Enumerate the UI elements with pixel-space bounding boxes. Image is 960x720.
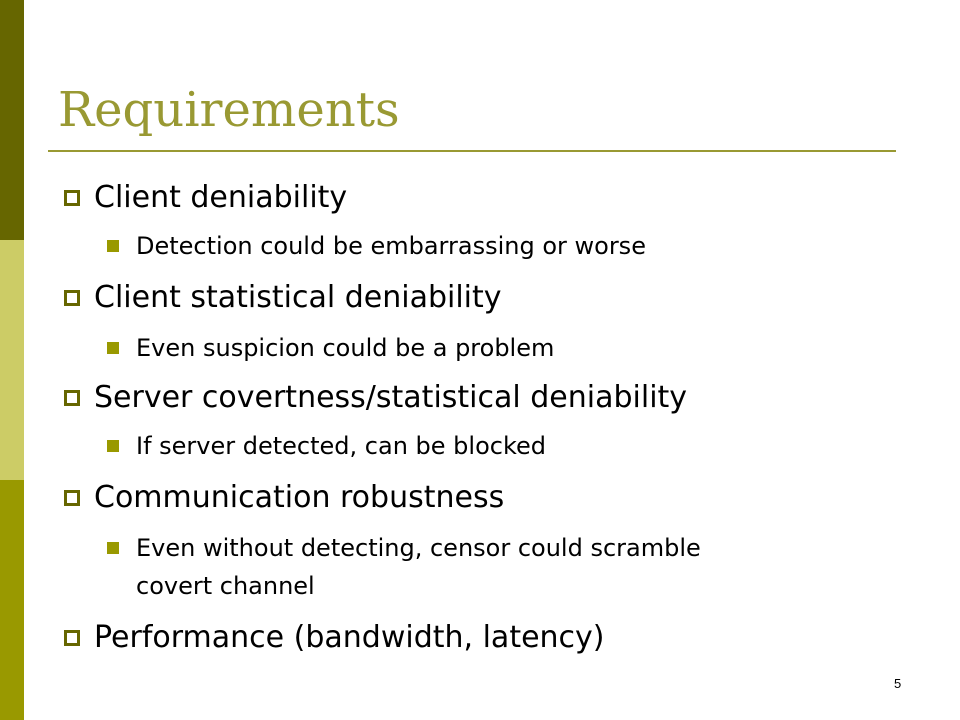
bullet-text: Communication robustness bbox=[94, 480, 505, 515]
bullet-text: Client statistical deniability bbox=[94, 280, 502, 315]
filled-square-bullet-icon bbox=[107, 440, 119, 452]
hollow-square-bullet-icon bbox=[64, 390, 80, 406]
sub-bullet-item: Detection could be embarrassing or worse bbox=[107, 231, 646, 261]
sub-bullet-item: Even suspicion could be a problem bbox=[107, 333, 555, 363]
slide-title: Requirements bbox=[58, 82, 400, 138]
sidebar-segment-dark bbox=[0, 0, 24, 240]
filled-square-bullet-icon bbox=[107, 240, 119, 252]
bullet-item: Communication robustness bbox=[64, 480, 505, 516]
bullet-item: Server covertness/statistical deniabilit… bbox=[64, 380, 688, 416]
sub-bullet-text: covert channel bbox=[136, 572, 315, 600]
hollow-square-bullet-icon bbox=[64, 490, 80, 506]
bullet-text: Client deniability bbox=[94, 180, 348, 215]
hollow-square-bullet-icon bbox=[64, 290, 80, 306]
sidebar-stripe bbox=[0, 0, 24, 720]
bullet-item: Client deniability bbox=[64, 180, 348, 216]
filled-square-bullet-icon bbox=[107, 542, 119, 554]
sub-bullet-continuation: covert channel bbox=[136, 571, 315, 601]
bullet-item: Client statistical deniability bbox=[64, 280, 502, 316]
bullet-text: Server covertness/statistical deniabilit… bbox=[94, 380, 688, 415]
filled-square-bullet-icon bbox=[107, 342, 119, 354]
bullet-text: Performance (bandwidth, latency) bbox=[94, 620, 605, 655]
sub-bullet-item: Even without detecting, censor could scr… bbox=[107, 533, 701, 563]
sub-bullet-text: Detection could be embarrassing or worse bbox=[136, 232, 646, 260]
sidebar-segment-mid bbox=[0, 480, 24, 720]
hollow-square-bullet-icon bbox=[64, 630, 80, 646]
sub-bullet-item: If server detected, can be blocked bbox=[107, 431, 546, 461]
sidebar-segment-light bbox=[0, 240, 24, 480]
hollow-square-bullet-icon bbox=[64, 190, 80, 206]
sub-bullet-text: If server detected, can be blocked bbox=[136, 432, 546, 460]
bullet-item: Performance (bandwidth, latency) bbox=[64, 620, 605, 656]
title-divider bbox=[48, 150, 896, 152]
page-number: 5 bbox=[894, 676, 902, 691]
sub-bullet-text: Even without detecting, censor could scr… bbox=[136, 534, 701, 562]
sub-bullet-text: Even suspicion could be a problem bbox=[136, 334, 555, 362]
